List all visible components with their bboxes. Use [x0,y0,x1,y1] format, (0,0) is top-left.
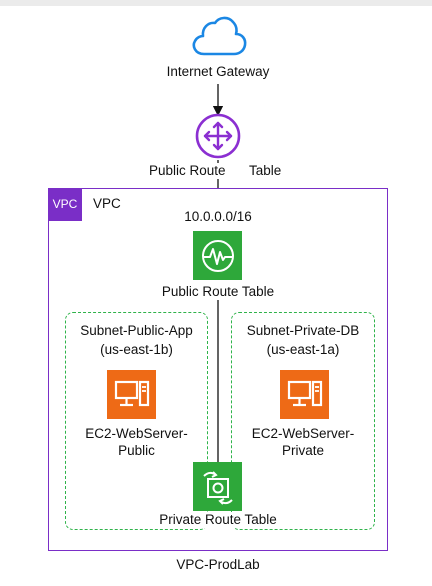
vpc-cidr: 10.0.0.0/16 [168,209,268,225]
ec2-private-label-line2: Private [281,443,325,458]
window-top-bar [0,0,432,6]
network-access-control-icon[interactable] [193,231,242,280]
subnet-public-container [65,312,208,530]
ec2-public-label-line2: Public [118,443,155,458]
vpc-name-label: VPC-ProdLab [176,557,260,572]
subnet-public-name: Subnet-Public-App [80,323,193,338]
subnet-private-name: Subnet-Private-DB [246,323,360,338]
vpc-badge: VPC [48,188,82,221]
private-route-table-label: Private Route Table [118,512,318,528]
public-route-label-right: Table [249,163,282,179]
vpc-container [48,188,388,551]
public-route-label-left: Public Route [149,163,226,179]
route-table-icon[interactable] [193,462,242,511]
ec2-instance-icon[interactable] [107,370,156,419]
subnet-private-container [231,312,375,530]
ec2-private-label-line1: EC2-WebServer- [251,426,355,441]
ec2-instance-icon[interactable] [280,370,329,419]
ec2-public-label-line1: EC2-WebServer- [85,426,188,441]
public-route-table-label: Public Route Table [118,284,318,300]
router-icon[interactable] [194,112,242,160]
vpc-title: VPC [93,196,121,211]
subnet-public-az: (us-east-1b) [100,342,173,357]
internet-gateway-label: Internet Gateway [166,64,270,79]
subnet-private-az: (us-east-1a) [266,342,340,357]
cloud-icon [192,16,247,56]
